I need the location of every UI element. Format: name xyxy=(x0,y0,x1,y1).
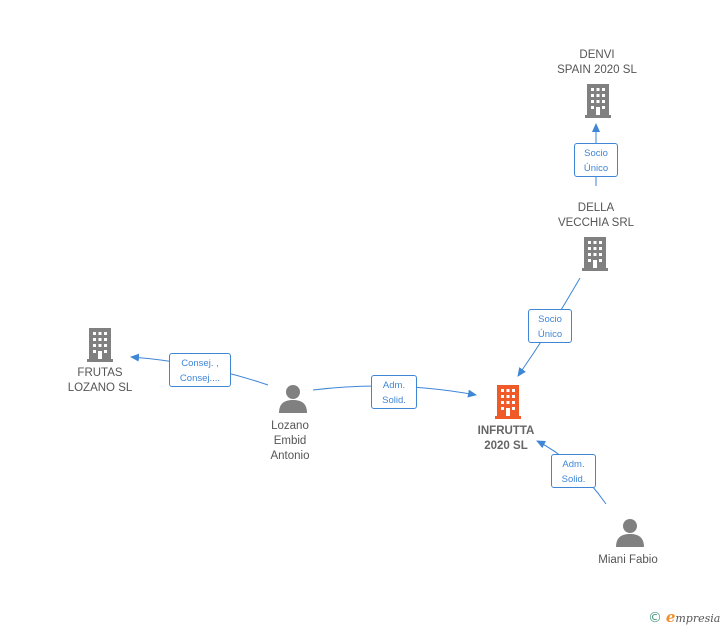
brand-initial: e xyxy=(665,608,676,626)
company-label-frutas-lozano[interactable]: FRUTAS LOZANO SL xyxy=(67,367,133,394)
person-label-lozano[interactable]: Lozano Embid Antonio xyxy=(270,420,310,462)
company-label-della-vecchia[interactable]: DELLA VECCHIA SRL xyxy=(557,202,635,229)
focus-building-icon[interactable] xyxy=(495,385,521,419)
person-icon[interactable] xyxy=(279,385,307,413)
copyright-icon: © xyxy=(648,610,662,626)
relation-label-adm-solid: Adm. Solid. xyxy=(371,375,417,409)
building-icon[interactable] xyxy=(87,328,113,362)
building-icon[interactable] xyxy=(585,84,611,118)
relation-label-consejero: Consej. , Consej.... xyxy=(169,353,231,387)
relation-label-adm-solid: Adm. Solid. xyxy=(551,454,596,488)
company-label-denvi[interactable]: DENVI SPAIN 2020 SL xyxy=(557,49,637,76)
person-icon[interactable] xyxy=(616,519,644,547)
brand-name: mpresia xyxy=(675,612,721,625)
person-label-miani[interactable]: Miani Fabio xyxy=(598,554,658,566)
empresia-logo: © empresia xyxy=(648,608,720,626)
relation-label-socio-unico: Socio Único xyxy=(574,143,618,177)
building-icon[interactable] xyxy=(582,237,608,271)
relation-label-socio-unico: Socio Único xyxy=(528,309,572,343)
focus-company-label[interactable]: INFRUTTA 2020 SL xyxy=(477,425,535,452)
